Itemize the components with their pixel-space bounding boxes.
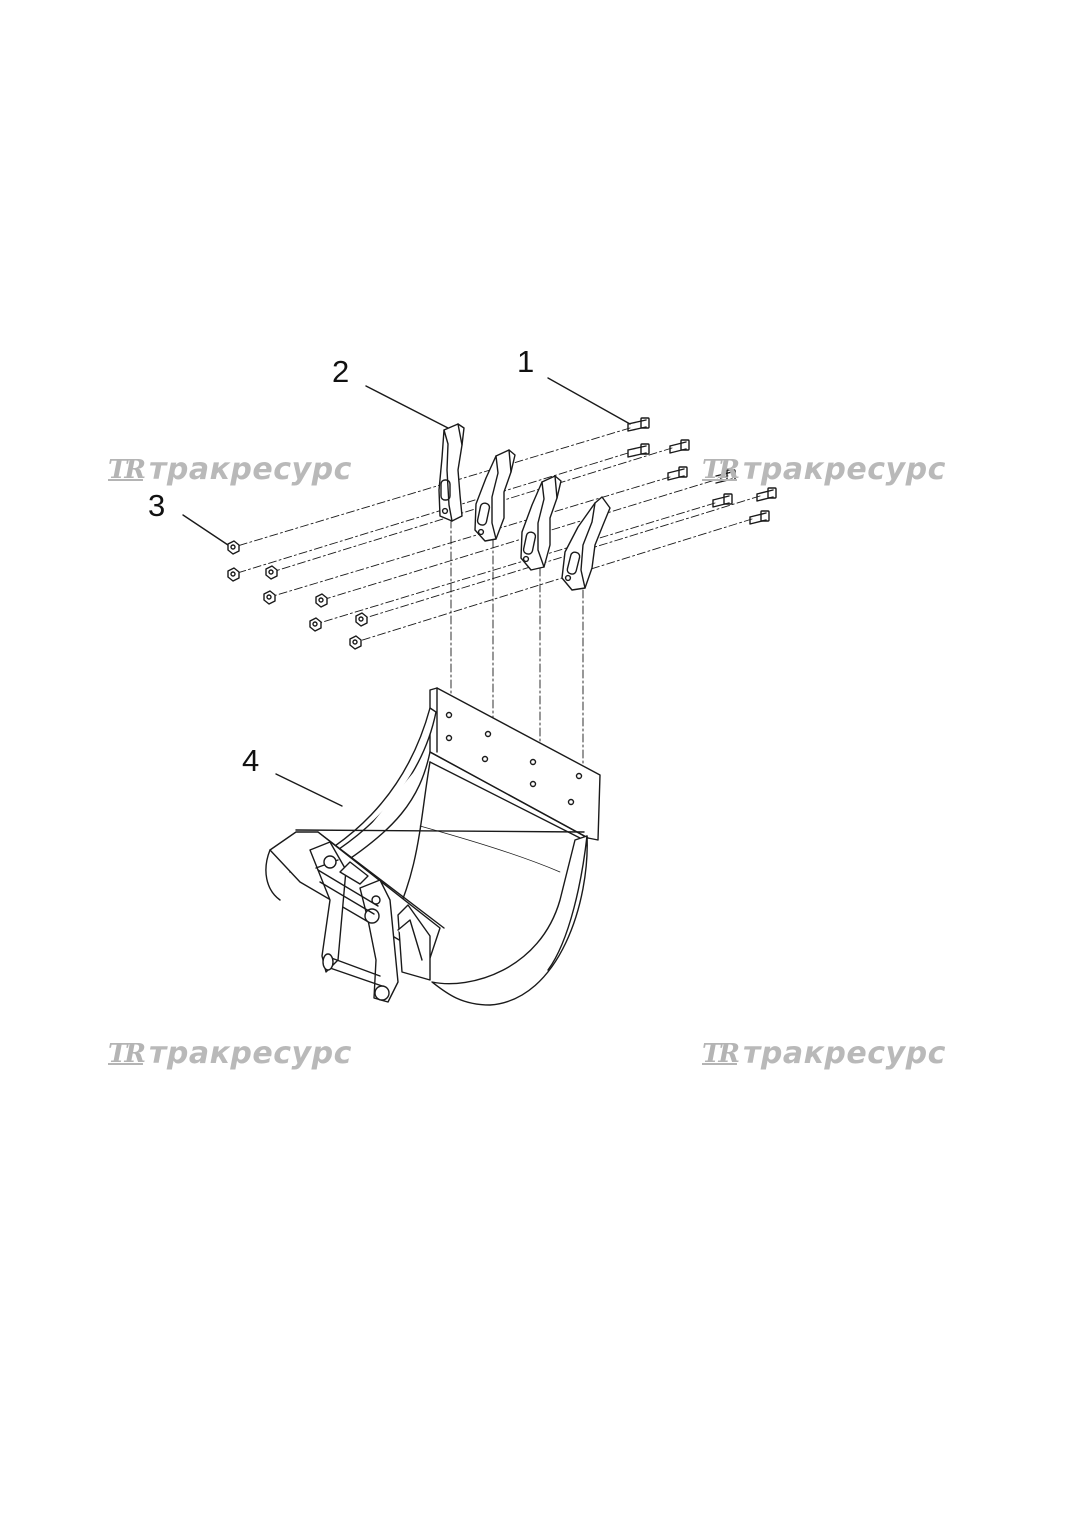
bolt xyxy=(627,443,650,458)
watermark-text: тракресурс xyxy=(148,1036,352,1071)
callout-item-2: 2 xyxy=(332,354,350,389)
watermark-bottom-right: TR тракресурс xyxy=(702,1036,946,1071)
watermark-top-left: TR тракресурс xyxy=(108,452,352,487)
watermark-logo: TR xyxy=(702,1038,740,1069)
bolt xyxy=(756,487,777,502)
leader-line-3 xyxy=(182,514,229,546)
watermark-text: тракресурс xyxy=(742,1036,946,1071)
leader-line-2 xyxy=(365,385,449,429)
tooth-adapter-3 xyxy=(520,475,562,571)
nut xyxy=(309,617,322,632)
tooth-adapter-1 xyxy=(438,423,465,522)
watermark-text: тракресурс xyxy=(148,452,352,487)
nut xyxy=(227,540,240,555)
bolt xyxy=(749,510,770,525)
leader-line-1 xyxy=(547,377,631,425)
bolt xyxy=(712,493,733,508)
watermark-bottom-left: TR тракресурс xyxy=(108,1036,352,1071)
bolt-set xyxy=(627,417,777,525)
callout-item-1: 1 xyxy=(517,344,535,379)
watermark-top-right: TR тракресурс xyxy=(702,452,946,487)
nut-set xyxy=(227,540,368,650)
nut xyxy=(265,565,278,580)
nut xyxy=(227,567,240,582)
nut xyxy=(315,593,328,608)
nut xyxy=(349,635,362,650)
nut xyxy=(355,612,368,627)
bolt xyxy=(669,439,690,454)
watermark-logo: TR xyxy=(108,454,146,485)
bolt xyxy=(627,417,650,432)
watermark-logo: TR xyxy=(108,1038,146,1069)
watermark-logo: TR xyxy=(702,454,740,485)
bucket xyxy=(265,687,601,1006)
callout-item-4: 4 xyxy=(242,743,260,778)
bolt xyxy=(667,466,688,481)
tooth-adapter-4 xyxy=(561,496,611,591)
callout-item-3: 3 xyxy=(148,488,166,523)
leader-line-4 xyxy=(275,773,343,807)
tooth-adapter-2 xyxy=(474,449,516,542)
bolt xyxy=(715,469,736,484)
watermark-text: тракресурс xyxy=(742,452,946,487)
nut xyxy=(263,590,276,605)
